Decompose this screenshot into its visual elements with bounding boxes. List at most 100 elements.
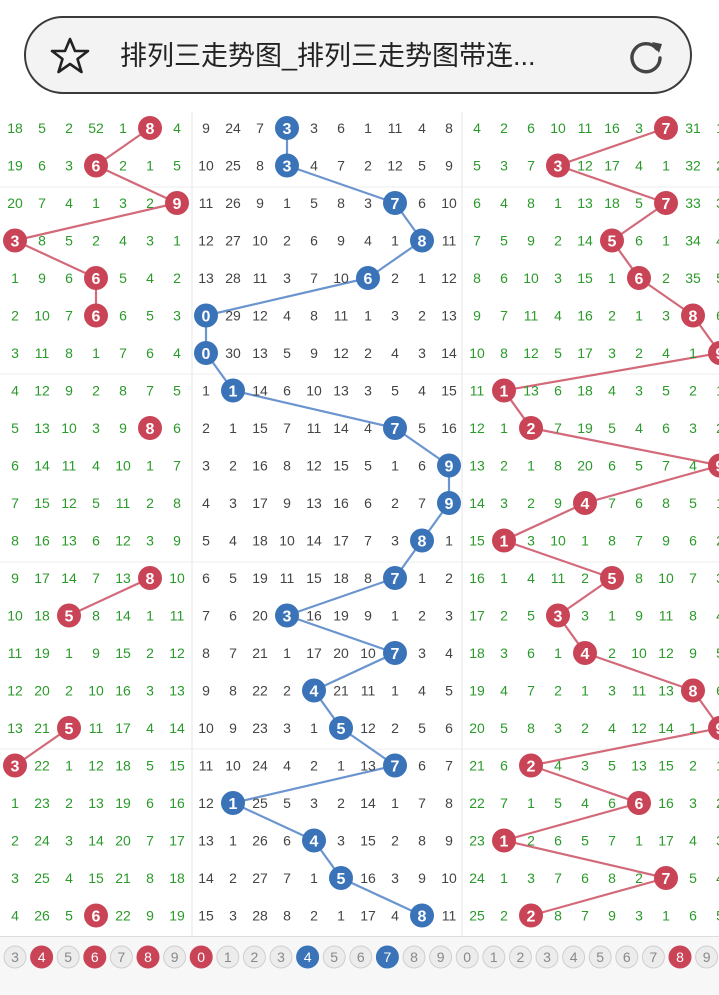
units-hit-number: 7 (662, 871, 671, 888)
units-cell: 1 (581, 683, 589, 699)
ball-number: 3 (11, 949, 19, 965)
hundreds-hit-ball (138, 416, 162, 440)
units-cell: 4 (689, 458, 697, 474)
units-cell: 22 (469, 795, 485, 811)
units-cell: 4 (554, 758, 562, 774)
tens-cell: 10 (252, 233, 268, 249)
units-cell: 25 (469, 908, 485, 924)
units-cell: 6 (554, 383, 562, 399)
units-cell: 10 (631, 645, 647, 661)
tens-cell: 12 (333, 345, 349, 361)
ball (136, 945, 160, 969)
tens-cell: 6 (418, 458, 426, 474)
units-hit-number: 4 (581, 646, 590, 663)
units-cell: 7 (689, 570, 697, 586)
tens-cell: 4 (445, 645, 453, 661)
ball (3, 945, 27, 969)
hundreds-hit-number: 6 (92, 309, 101, 326)
units-cell: 3 (527, 533, 535, 549)
units-cell: 13 (469, 458, 485, 474)
tens-cell: 26 (252, 833, 268, 849)
hundreds-cell: 4 (65, 870, 73, 886)
hundreds-cell: 8 (173, 495, 181, 511)
tens-cell: 6 (364, 495, 372, 511)
tens-cell: 11 (307, 420, 322, 436)
tens-hit-number: 5 (337, 871, 346, 888)
ball-number: 2 (517, 949, 525, 965)
units-cell: 8 (500, 345, 508, 361)
units-cell: 19 (469, 683, 485, 699)
tens-cell: 12 (198, 233, 214, 249)
units-cell: 13 (658, 683, 674, 699)
ball (615, 945, 639, 969)
tens-cell: 8 (229, 683, 237, 699)
tens-cell: 2 (229, 458, 237, 474)
tens-cell: 13 (360, 758, 376, 774)
units-cell: 16 (469, 570, 485, 586)
tens-cell: 18 (333, 570, 349, 586)
units-hit-number: 3 (554, 609, 563, 626)
units-cell: 6 (635, 233, 643, 249)
units-cell: 5 (527, 608, 535, 624)
units-cell: 13 (631, 758, 647, 774)
hundreds-cell: 8 (119, 383, 127, 399)
tens-cell: 11 (199, 195, 214, 211)
tens-cell: 8 (283, 908, 291, 924)
tens-cell: 11 (280, 570, 295, 586)
units-cell: 3 (635, 908, 643, 924)
units-cell: 13 (577, 195, 593, 211)
units-cell: 3 (554, 270, 562, 286)
hundreds-cell: 9 (92, 645, 100, 661)
tens-cell: 11 (442, 233, 457, 249)
units-cell: 1 (716, 120, 719, 136)
hundreds-cell: 11 (89, 720, 104, 736)
tens-hit-ball (275, 116, 299, 140)
hundreds-cell: 3 (146, 233, 154, 249)
units-cell: 10 (550, 120, 566, 136)
hundreds-cell: 13 (7, 720, 23, 736)
hundreds-cell: 12 (34, 383, 50, 399)
ball-number: 8 (676, 949, 684, 965)
tens-cell: 1 (391, 458, 399, 474)
hundreds-hit-ball (84, 153, 108, 178)
tens-cell: 6 (418, 195, 426, 211)
hundreds-hit-number: 5 (65, 721, 74, 738)
hundreds-cell: 1 (146, 608, 154, 624)
tens-cell: 2 (310, 908, 318, 924)
hundreds-trend-line (14, 239, 97, 279)
hundreds-cell: 20 (115, 833, 131, 849)
tens-cell: 11 (442, 908, 457, 924)
units-hit-ball (519, 903, 543, 928)
hundreds-cell: 7 (146, 383, 154, 399)
star-icon[interactable] (50, 36, 90, 76)
tens-trend-line (232, 802, 315, 842)
tens-cell: 8 (310, 308, 318, 324)
tens-cell: 3 (229, 495, 237, 511)
units-hit-ball (519, 753, 543, 778)
units-cell: 5 (608, 420, 616, 436)
hundreds-cell: 5 (146, 758, 154, 774)
hundreds-cell: 5 (65, 908, 73, 924)
tens-hit-ball (383, 191, 407, 215)
units-trend-line (503, 539, 613, 580)
units-hit-number: 5 (608, 571, 617, 588)
tens-cell: 1 (202, 383, 210, 399)
hundreds-cell: 3 (92, 420, 100, 436)
units-cell: 2 (581, 570, 589, 586)
units-trend-line (530, 764, 640, 805)
tens-cell: 3 (229, 908, 237, 924)
units-cell: 1 (662, 908, 670, 924)
tens-cell: 1 (229, 833, 237, 849)
units-cell: 20 (577, 458, 593, 474)
units-cell: 5 (635, 458, 643, 474)
reload-icon[interactable] (626, 36, 666, 76)
hundreds-cell: 5 (92, 495, 100, 511)
units-trend-line (530, 426, 719, 467)
tens-hit-number: 9 (445, 496, 454, 513)
address-bar[interactable] (24, 16, 692, 94)
hundreds-hit-number: 6 (92, 159, 101, 176)
units-cell: 12 (523, 345, 539, 361)
hundreds-cell: 6 (92, 533, 100, 549)
ball-number: 8 (410, 949, 418, 965)
tens-hit-number: 8 (418, 234, 427, 251)
